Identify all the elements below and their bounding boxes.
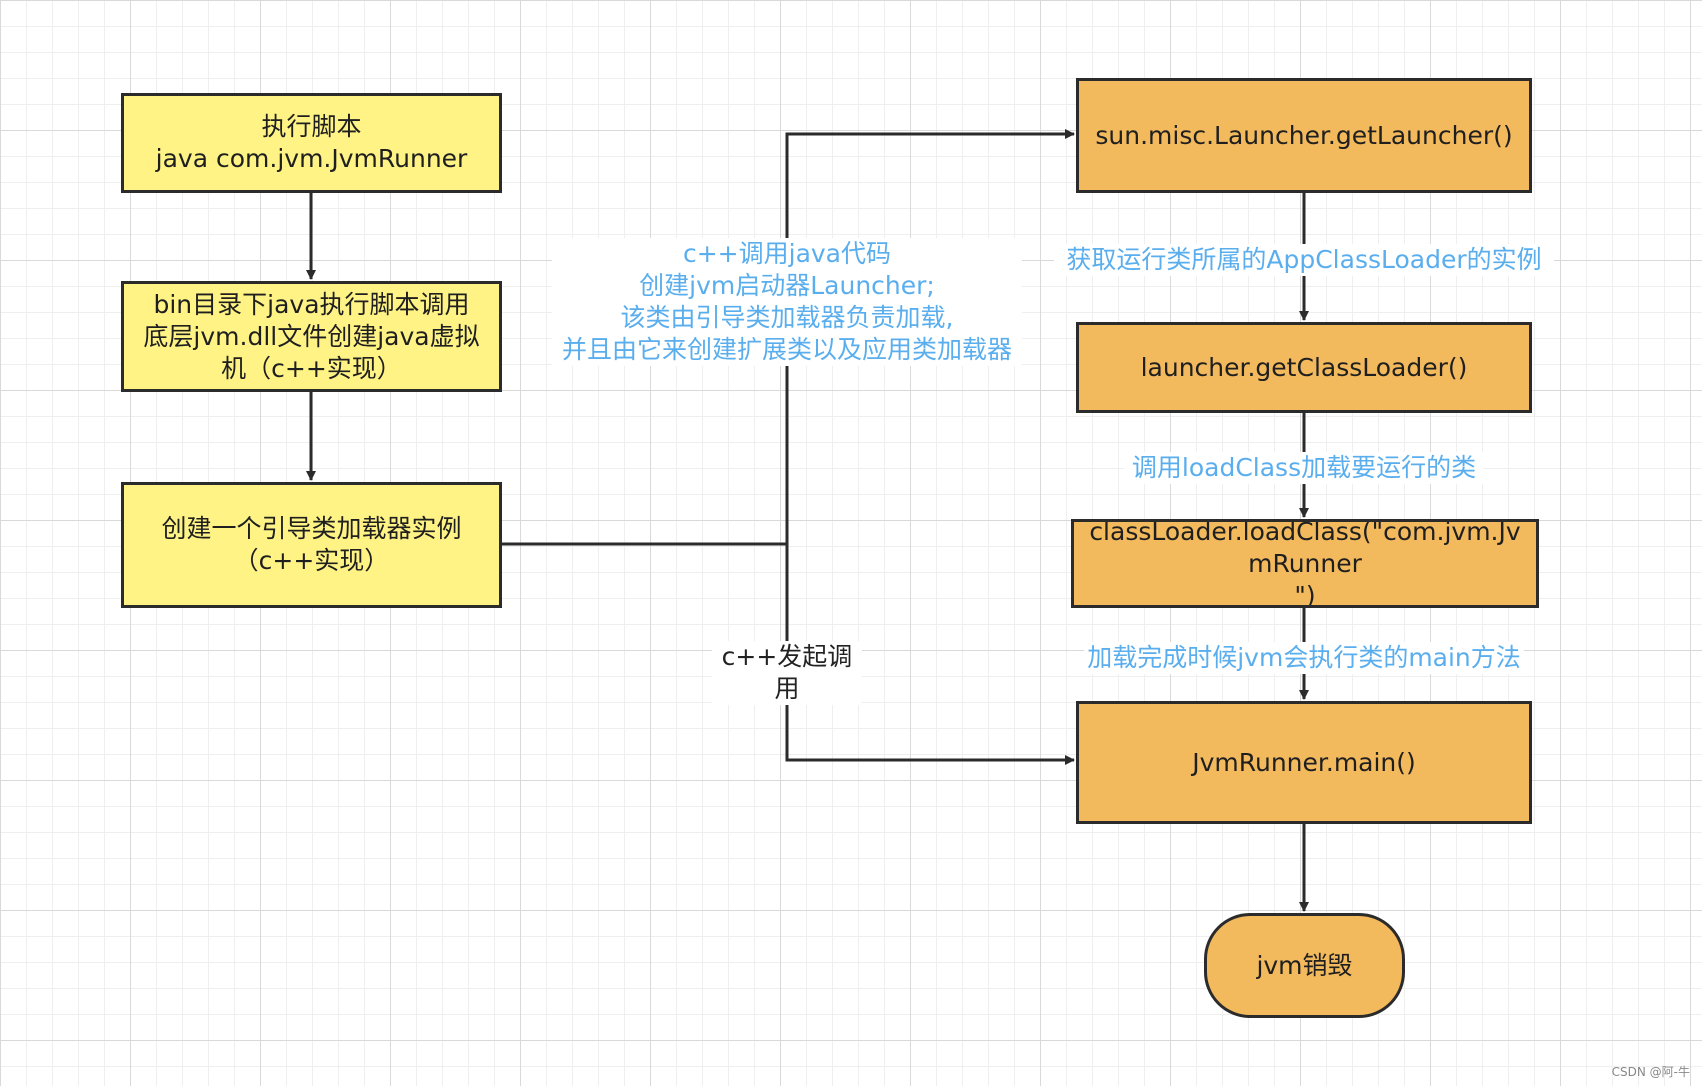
- node-jvm-destroy[interactable]: jvm销毁: [1204, 913, 1405, 1018]
- node-bootstrap-loader[interactable]: 创建一个引导类加载器实例 （c++实现）: [121, 482, 502, 608]
- label-get-app-loader: 获取运行类所属的AppClassLoader的实例: [1054, 244, 1554, 276]
- node-run-script[interactable]: 执行脚本 java com.jvm.JvmRunner: [121, 93, 502, 193]
- node-load-class[interactable]: classLoader.loadClass("com.jvm.Jv mRunne…: [1071, 519, 1539, 608]
- watermark: CSDN @阿-牛: [1611, 1065, 1690, 1079]
- edge-to-launcher: [785, 129, 1075, 544]
- label-call-load-class: 调用loadClass加载要运行的类: [1124, 452, 1484, 484]
- node-bin-script[interactable]: bin目录下java执行脚本调用 底层jvm.dll文件创建java虚拟 机（c…: [121, 281, 502, 392]
- node-main-method[interactable]: JvmRunner.main(): [1076, 701, 1532, 824]
- label-run-main: 加载完成时候jvm会执行类的main方法: [1084, 642, 1524, 674]
- node-get-class-loader[interactable]: launcher.getClassLoader(): [1076, 322, 1532, 413]
- edge-to-main: [785, 544, 1075, 765]
- node-get-launcher[interactable]: sun.misc.Launcher.getLauncher(): [1076, 78, 1532, 193]
- label-cpp-call-java: c++调用java代码 创建jvm启动器Launcher; 该类由引导类加载器负…: [552, 238, 1022, 366]
- label-cpp-invoke: c++发起调用: [712, 641, 862, 705]
